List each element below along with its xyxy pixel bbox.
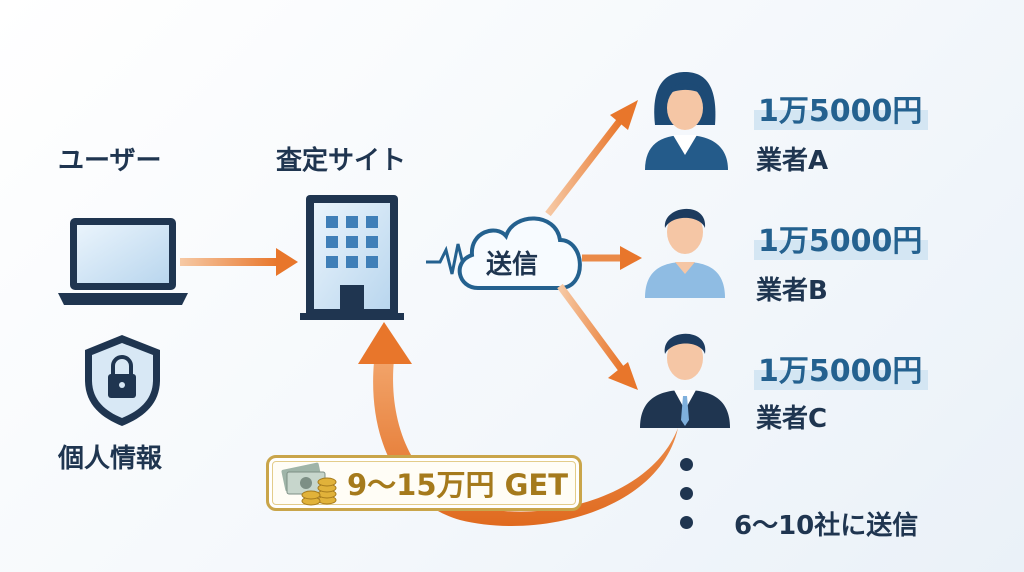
reward-badge: 9～15万円 GET	[266, 455, 582, 511]
vendor-b-avatar	[645, 208, 725, 298]
ellipsis-dot	[680, 487, 693, 500]
personal-info-label: 個人情報	[58, 444, 163, 474]
money-coins-icon	[281, 462, 337, 506]
vendor-c-name: 業者C	[756, 404, 828, 434]
vendor-c-avatar	[640, 333, 730, 428]
arrows-to-vendors	[545, 100, 642, 390]
summary-label: 6～10社に送信	[734, 511, 919, 541]
vendor-a-name: 業者A	[756, 146, 829, 176]
vendor-c-price: 1万5000円	[754, 346, 929, 390]
return-curved-arrow	[358, 322, 678, 526]
vendor-a-avatar	[645, 72, 728, 170]
site-label: 査定サイト	[276, 146, 407, 176]
user-label: ユーザー	[58, 146, 162, 176]
building-icon	[300, 195, 404, 320]
ellipsis-dot	[680, 516, 693, 529]
cloud-icon	[457, 216, 582, 290]
shield-lock-icon	[85, 335, 160, 426]
reward-text: 9～15万円 GET	[347, 468, 569, 502]
laptop-icon	[58, 218, 188, 305]
vendor-b-name: 業者B	[756, 276, 828, 306]
ellipsis-dot	[680, 458, 693, 471]
vendor-a-price: 1万5000円	[754, 86, 929, 130]
cloud-send-label: 送信	[486, 250, 539, 280]
vendor-b-price: 1万5000円	[754, 216, 929, 260]
arrow-user-to-site	[180, 248, 298, 276]
